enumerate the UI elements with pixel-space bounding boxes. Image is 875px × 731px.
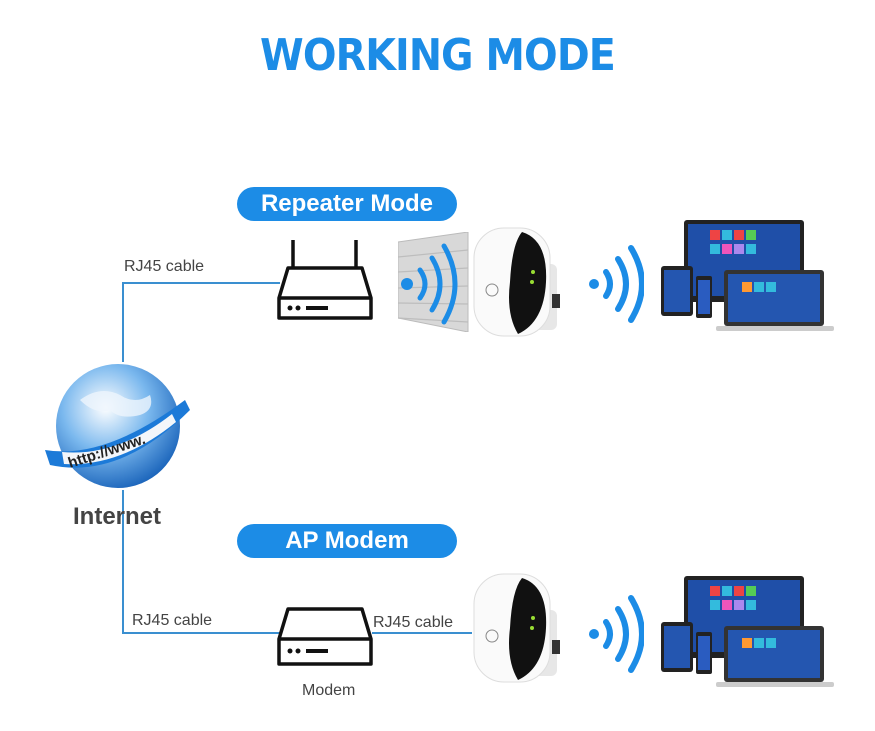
router-icon xyxy=(277,240,373,320)
wifi-signal-icon-top xyxy=(589,245,644,323)
repeater-mode-pill: Repeater Mode xyxy=(237,187,457,221)
globe-icon: http://www. xyxy=(45,364,190,488)
cable-line-top xyxy=(122,282,280,284)
wifi-extender-icon-bottom xyxy=(473,573,560,683)
ap-modem-pill: AP Modem xyxy=(237,524,457,558)
cable-line-bottom xyxy=(122,632,280,634)
cable-line-modem-extender xyxy=(372,632,472,634)
cable-line-bottom-vertical xyxy=(122,490,124,633)
devices-icon-top xyxy=(661,220,834,331)
brick-wall-signal-icon xyxy=(398,232,469,332)
cable-line-top-vertical xyxy=(122,282,124,362)
modem-label: Modem xyxy=(302,682,356,699)
wifi-extender-icon-top xyxy=(473,227,560,337)
devices-icon-bottom xyxy=(661,576,834,687)
rj45-label-top: RJ45 cable xyxy=(124,258,205,275)
page-title: WORKING MODE xyxy=(260,30,616,81)
rj45-label-bottom-left: RJ45 cable xyxy=(132,612,213,629)
rj45-label-bottom-right: RJ45 cable xyxy=(373,614,454,631)
modem-icon xyxy=(277,607,373,666)
wifi-signal-icon-bottom xyxy=(589,595,644,673)
internet-label: Internet xyxy=(73,503,162,530)
